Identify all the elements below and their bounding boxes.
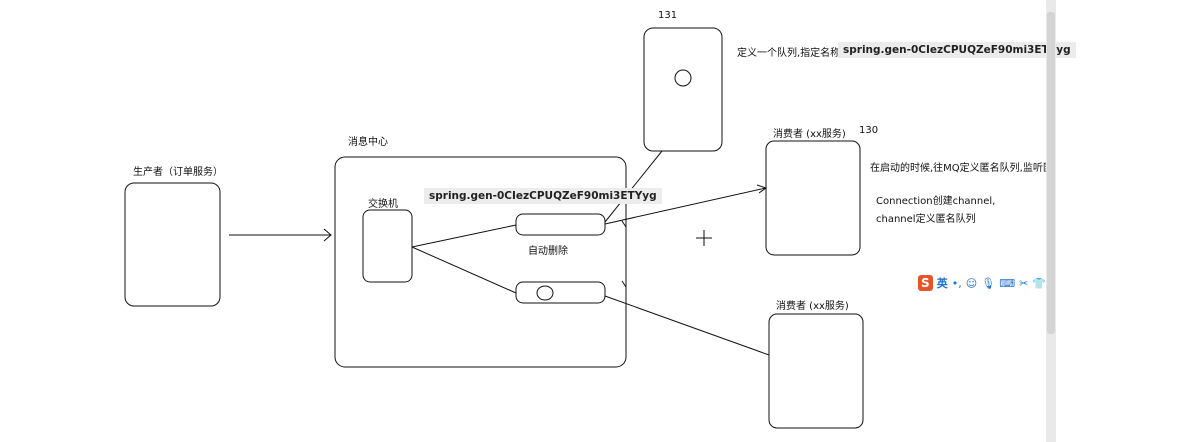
queue-name-tag-top: spring.gen-0CIezCPUQZeF90mi3ETYyg bbox=[838, 42, 1076, 58]
label-exchange: 交换机 bbox=[368, 199, 398, 210]
mic-icon[interactable]: 🎙 bbox=[981, 276, 996, 290]
arrow-head-consumer-top bbox=[756, 184, 768, 194]
exchange-box bbox=[362, 209, 413, 283]
auto-delete-queue bbox=[515, 213, 606, 236]
queue-bottom bbox=[515, 281, 606, 304]
consumer-box-top bbox=[765, 140, 861, 256]
label-producer: 生产者（订单服务） bbox=[133, 167, 223, 178]
queue-tick-top bbox=[621, 220, 627, 228]
queue-to-node-131 bbox=[604, 150, 663, 223]
vertical-scrollbar[interactable] bbox=[1047, 12, 1055, 334]
queue-to-consumer-bottom bbox=[604, 295, 770, 356]
label-define-queue: 定义一个队列,指定名称 bbox=[737, 48, 841, 59]
label-130: 130 bbox=[859, 125, 879, 136]
queue-node-131 bbox=[643, 27, 723, 152]
tools-icon[interactable]: ✂ bbox=[1019, 276, 1029, 290]
producer-box bbox=[124, 182, 221, 307]
label-auto-delete: 自动删除 bbox=[528, 246, 568, 257]
queue-name-tag-center: spring.gen-0CIezCPUQZeF90mi3ETYyg bbox=[424, 188, 662, 204]
arrow-head-center bbox=[323, 228, 332, 242]
label-channel-note: channel定义匿名队列 bbox=[876, 214, 976, 225]
consumer-box-bottom bbox=[768, 313, 864, 429]
exchange-to-queue-top bbox=[411, 224, 517, 248]
label-connection-note: Connection创建channel, bbox=[876, 196, 996, 207]
keyboard-icon[interactable]: ⌨ bbox=[999, 276, 1016, 290]
label-consumer-top: 消费者 (xx服务) bbox=[773, 129, 846, 140]
label-131: 131 bbox=[658, 10, 678, 21]
label-message-center: 消息中心 bbox=[348, 137, 388, 148]
exchange-to-queue-bottom bbox=[411, 246, 517, 294]
sogou-logo-icon[interactable]: S bbox=[918, 275, 933, 291]
ime-toolbar[interactable]: S 英 •, ☺ 🎙 ⌨ ✂ 👕 bbox=[918, 274, 1046, 292]
skin-icon[interactable]: 👕 bbox=[1032, 276, 1046, 290]
queue-tick-bottom bbox=[621, 280, 627, 288]
queue-node-131-circle bbox=[674, 69, 692, 87]
queue-to-consumer-top bbox=[604, 187, 767, 225]
ime-lang-toggle[interactable]: 英 bbox=[936, 277, 948, 290]
label-startup-note: 在启动的时候,往MQ定义匿名队列,监听匿名 bbox=[870, 163, 1046, 174]
queue-bottom-circle bbox=[536, 285, 554, 301]
emoji-icon[interactable]: ☺ bbox=[965, 276, 978, 290]
label-consumer-bottom: 消费者 (xx服务) bbox=[776, 301, 849, 312]
message-center-box bbox=[334, 156, 627, 368]
punctuation-icon[interactable]: •, bbox=[951, 276, 962, 290]
